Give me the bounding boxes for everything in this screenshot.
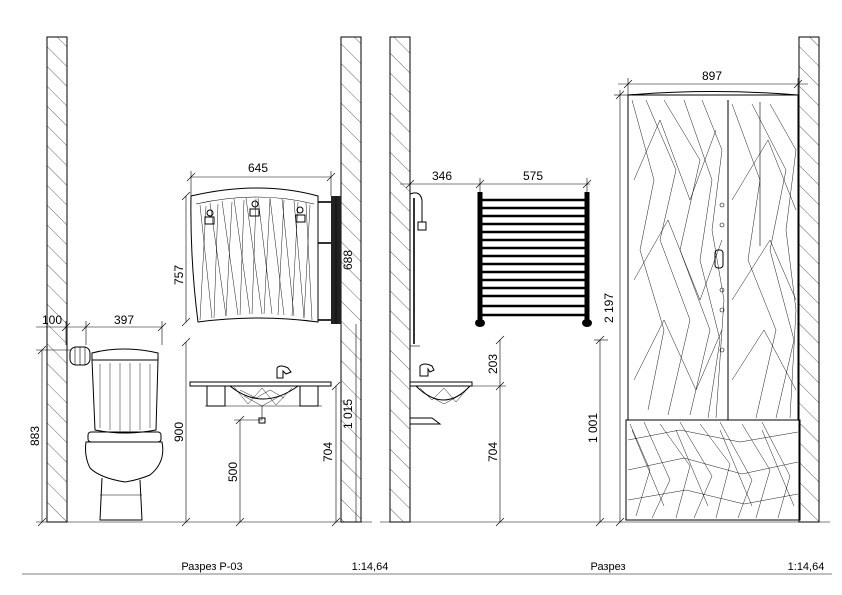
left-dimensions: 645 100 397 883 757 688 xyxy=(28,161,357,527)
sink-counter xyxy=(189,365,332,424)
dim-dryer-height: 688 xyxy=(341,250,355,270)
dim-mirror-height: 757 xyxy=(172,265,186,285)
wall-dryer xyxy=(318,196,341,324)
dim-tray-height: 1 001 xyxy=(586,413,600,443)
towel-rail xyxy=(475,192,592,327)
dim-right-counter-height: 704 xyxy=(486,442,500,462)
mirror xyxy=(190,187,319,323)
dim-counter-height: 704 xyxy=(321,442,335,462)
dim-tap-height: 203 xyxy=(486,354,500,374)
section-right: 346 575 897 2 197 1 001 xyxy=(380,36,830,527)
dim-towel-width: 575 xyxy=(523,169,543,183)
toilet xyxy=(69,346,164,521)
shower-spout xyxy=(409,192,427,347)
right-section-right-wall xyxy=(798,36,820,523)
dim-toilet-height: 883 xyxy=(28,426,42,446)
right-dimensions: 346 575 897 2 197 1 001 xyxy=(400,69,808,527)
shower-cabin xyxy=(627,91,799,421)
caption-right: Разрез xyxy=(590,561,625,573)
dim-spout-offset: 346 xyxy=(432,169,452,183)
shower-tray xyxy=(625,419,801,521)
right-section-left-wall xyxy=(389,36,411,523)
right-sink xyxy=(409,363,473,425)
dim-shower-height: 2 197 xyxy=(602,293,616,323)
dim-mirror-width: 645 xyxy=(248,161,268,175)
dim-toilet-width: 397 xyxy=(114,313,134,327)
caption-left: Разрез Р-03 xyxy=(181,561,242,573)
dim-shower-width: 897 xyxy=(702,69,722,83)
dim-drain-height: 500 xyxy=(226,462,240,482)
dim-mirror-bottom: 1 015 xyxy=(341,399,355,429)
left-wall xyxy=(46,36,68,523)
dim-toilet-offset: 100 xyxy=(42,313,62,327)
scale-right: 1:14,64 xyxy=(788,561,825,573)
right-wall xyxy=(340,36,362,523)
section-left: 645 100 397 883 757 688 xyxy=(28,36,372,527)
dim-basin-height: 900 xyxy=(172,422,186,442)
scale-left: 1:14,64 xyxy=(352,561,389,573)
